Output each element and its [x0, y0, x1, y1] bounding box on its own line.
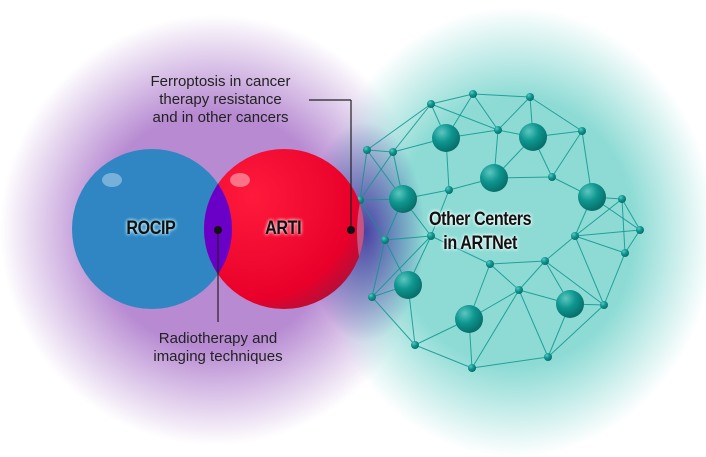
callout-dot-bottom — [214, 226, 222, 234]
network-edge — [551, 130, 583, 178]
network-node-small — [486, 260, 494, 268]
network-node-large — [578, 183, 606, 211]
network-node-small — [526, 93, 534, 101]
arti-circle — [204, 149, 364, 309]
network-edge — [574, 235, 605, 306]
network-node-large — [519, 123, 547, 151]
network-node-small — [515, 286, 523, 294]
network-edge — [621, 198, 641, 231]
network-edge — [366, 103, 432, 151]
network-node-small — [427, 100, 435, 108]
network-node-small — [445, 186, 453, 194]
network-node-small — [368, 293, 376, 301]
network-edge — [359, 151, 394, 201]
network-edge — [430, 235, 491, 265]
network-node-large — [556, 290, 584, 318]
network-edge — [371, 239, 386, 298]
callout-top-line3: and in other cancers — [152, 109, 289, 126]
network-edge — [359, 149, 368, 201]
rocip-highlight — [102, 173, 122, 187]
network-edge — [371, 296, 416, 346]
network-node-small — [618, 195, 626, 203]
callout-dot-top — [347, 226, 355, 234]
network-node-large — [455, 305, 483, 333]
network-node-large — [389, 185, 417, 213]
network-node-small — [571, 232, 579, 240]
network-edge — [529, 96, 583, 132]
network-edge — [471, 356, 549, 369]
callout-top-line1: Ferroptosis in cancer — [150, 73, 291, 90]
network-edge — [392, 103, 432, 153]
arti-highlight — [230, 173, 250, 187]
network-edge — [624, 229, 641, 254]
network-edge — [359, 199, 386, 241]
network-edge — [430, 189, 450, 237]
network-edge — [497, 96, 531, 131]
network-edge — [544, 235, 576, 262]
network-sphere — [356, 90, 644, 372]
callout-bottom-text: Radiotherapy and imaging techniques — [128, 330, 308, 366]
network-node-small — [381, 236, 389, 244]
network-edge — [472, 93, 499, 131]
network-node-small — [621, 249, 629, 257]
network-edge — [518, 260, 546, 291]
rocip-label: ROCIP — [126, 218, 176, 239]
network-edge — [384, 235, 432, 241]
network-node-large — [432, 124, 460, 152]
callout-bottom-line1: Radiotherapy and — [158, 330, 278, 347]
callout-top-text: Ferroptosis in cancer therapy resistance… — [128, 73, 313, 127]
network-edge — [430, 93, 474, 105]
network-label-line2: in ARTNet — [443, 233, 517, 254]
callout-bottom-line2: imaging techniques — [153, 348, 283, 365]
network-edge — [574, 229, 641, 237]
network-edge — [371, 235, 432, 298]
network-node-small — [411, 341, 419, 349]
network-edge — [430, 103, 499, 131]
network-node-large — [480, 164, 508, 192]
network-node-small — [494, 126, 502, 134]
network-node-small — [427, 232, 435, 240]
network-edge — [544, 260, 605, 306]
network-edge — [547, 304, 605, 358]
network-node-small — [578, 127, 586, 135]
network-edge — [574, 235, 626, 254]
network-edge — [574, 198, 623, 237]
network-node-small — [544, 353, 552, 361]
network-node-small — [389, 148, 397, 156]
network-edge — [603, 252, 626, 306]
network-node-small — [636, 226, 644, 234]
network-label: Other Centers in ARTNet — [429, 208, 532, 256]
network-node-small — [469, 90, 477, 98]
callout-top-line2: therapy resistance — [159, 91, 282, 108]
network-edge — [489, 263, 520, 291]
network-edge — [472, 93, 531, 98]
network-label-line1: Other Centers — [429, 209, 532, 230]
network-edge — [366, 149, 394, 153]
network-edge — [471, 289, 520, 369]
network-node-small — [363, 146, 371, 154]
network-edge — [621, 198, 626, 254]
network-node-small — [548, 173, 556, 181]
network-edge — [489, 260, 546, 265]
network-node-small — [541, 257, 549, 265]
network-node-small — [468, 364, 476, 372]
network-node-small — [600, 301, 608, 309]
network-edge — [414, 344, 473, 369]
network-edge — [518, 289, 549, 358]
rocip-circle — [72, 149, 232, 309]
network-node-large — [394, 271, 422, 299]
arti-label: ARTI — [265, 218, 302, 239]
